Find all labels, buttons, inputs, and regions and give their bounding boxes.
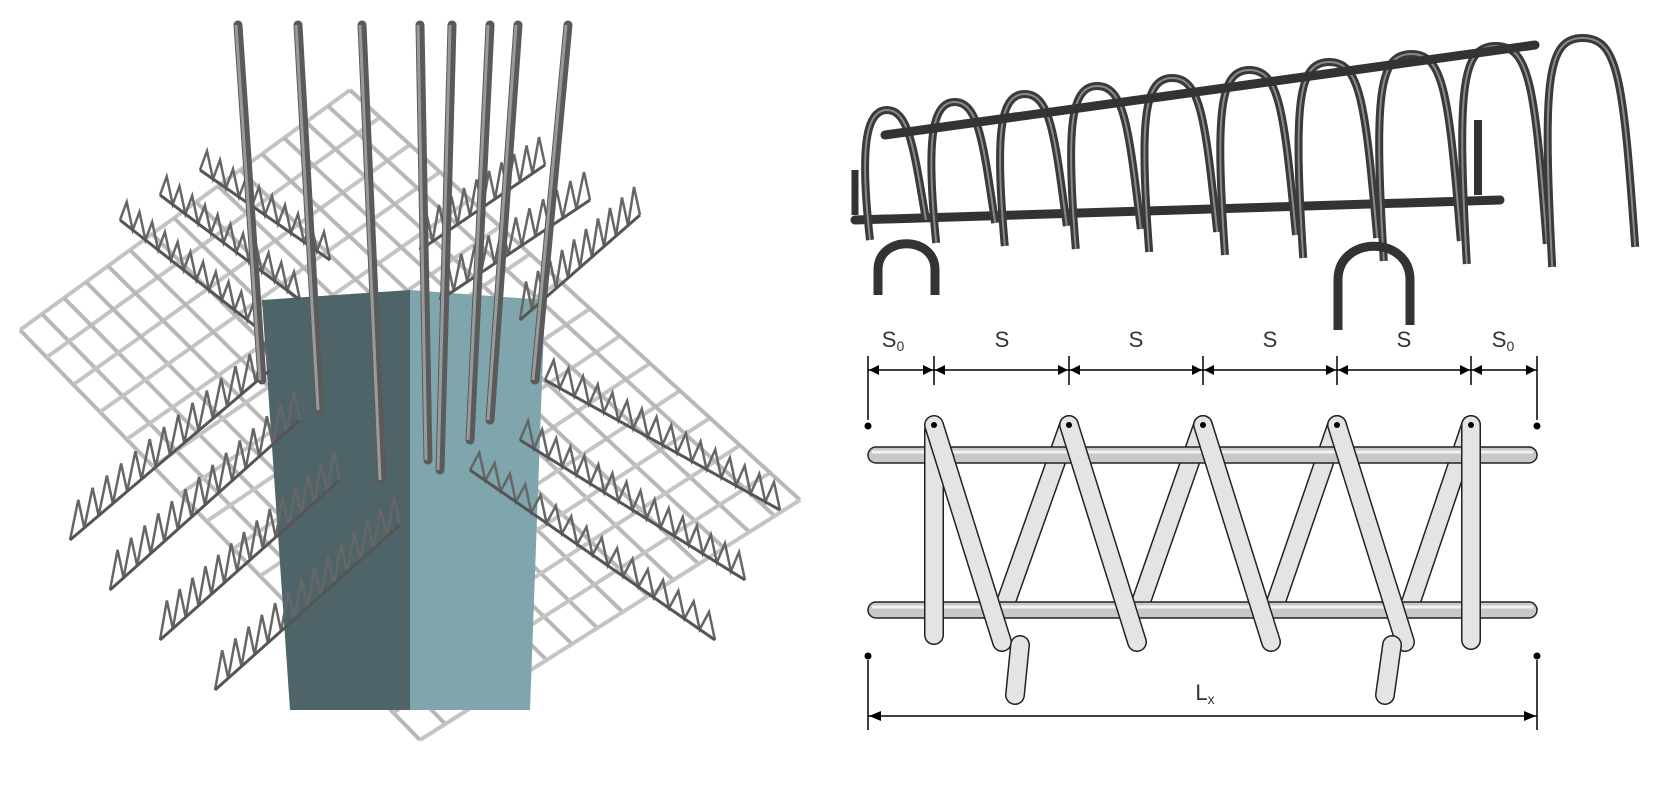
rail-bar <box>119 218 261 332</box>
rail-bar <box>469 468 716 642</box>
spiral-loop <box>1216 65 1300 256</box>
bar-highlight <box>294 24 320 411</box>
column-longitudinal-bar <box>233 20 267 385</box>
rail-bar <box>544 378 781 512</box>
rail-bar <box>214 523 401 692</box>
loop-highlight <box>999 92 1068 247</box>
arrowhead <box>923 365 933 375</box>
rail-bar <box>519 438 746 582</box>
dim-label-lx: Lx <box>1195 680 1214 707</box>
arrowhead <box>1472 365 1482 375</box>
loop-highlight <box>1070 84 1142 250</box>
rail-bar <box>108 418 302 592</box>
arrowhead <box>1070 365 1080 375</box>
hook-leg-fill <box>1006 636 1029 704</box>
spiral-loop <box>1140 73 1222 253</box>
lower-rod <box>850 195 1505 225</box>
reference-dot <box>864 652 872 660</box>
shear-rail <box>118 197 262 331</box>
u-hook <box>1333 241 1415 330</box>
dim-label-s0-right: S0 <box>1492 327 1515 354</box>
loop-highlight <box>864 108 927 241</box>
rail-bar <box>159 193 301 302</box>
column-longitudinal-bar <box>357 20 387 485</box>
rail-bar <box>439 198 591 302</box>
bar-highlight <box>466 24 490 441</box>
bar-highlight <box>234 24 262 381</box>
arrowhead <box>1524 711 1536 721</box>
arrowhead <box>1204 365 1214 375</box>
spiral-rebar-schematic: S0 S S S S S0 Lx <box>864 327 1541 730</box>
rail-bar <box>159 478 341 642</box>
bar-highlight <box>531 24 568 381</box>
pin-point <box>1200 422 1206 428</box>
column-longitudinal-bar <box>435 20 457 475</box>
arrowhead <box>1526 365 1536 375</box>
reference-dot <box>1533 422 1541 430</box>
pin-point <box>1066 422 1072 428</box>
bar-highlight <box>416 24 428 461</box>
pin-point <box>1468 422 1474 428</box>
front-diagonal-bar-fill <box>1194 416 1280 651</box>
bar-highlight <box>436 24 452 471</box>
column-longitudinal-bar <box>485 20 523 425</box>
loop-highlight <box>1546 36 1637 268</box>
dimension-lines <box>864 356 1541 730</box>
loop-highlight <box>930 100 997 244</box>
loop-highlight <box>1219 68 1297 256</box>
hook-leg-fill <box>1376 636 1401 704</box>
spiral-loop <box>1294 57 1382 259</box>
pin-point <box>931 422 937 428</box>
bar-highlight <box>486 24 518 421</box>
slab-column-3d-view <box>18 20 802 742</box>
arrowhead <box>935 365 945 375</box>
bar-highlight <box>358 24 382 481</box>
dim-label-s-2: S <box>1129 327 1144 352</box>
reference-dot <box>1533 652 1541 660</box>
column-longitudinal-bar <box>415 20 433 465</box>
arrowhead <box>1338 365 1348 375</box>
pin-point <box>1334 422 1340 428</box>
mesh-bar <box>98 170 442 414</box>
arrowhead <box>1058 365 1068 375</box>
column-longitudinal-bar <box>465 20 495 445</box>
loop-highlight <box>1297 60 1379 259</box>
spiral-loop <box>1543 33 1640 268</box>
dim-label-s-4: S <box>1397 327 1412 352</box>
dim-label-s0-left: S0 <box>882 327 905 354</box>
mesh-bar <box>45 115 382 359</box>
arrowhead <box>1326 365 1336 375</box>
dim-label-s-3: S <box>1263 327 1278 352</box>
dim-label-s-1: S <box>995 327 1010 352</box>
shear-rail <box>438 171 592 301</box>
arrowhead <box>1192 365 1202 375</box>
upper-rod <box>880 40 1540 140</box>
reference-dot <box>864 422 872 430</box>
rail-bar <box>69 368 271 542</box>
front-diagonal-bar-fill <box>925 416 1011 651</box>
column-longitudinal-bar <box>530 20 573 385</box>
arrowhead <box>869 711 881 721</box>
loop-highlight <box>1143 76 1219 253</box>
loop-highlight <box>1378 52 1462 262</box>
column-longitudinal-bar <box>293 20 325 415</box>
arrowhead <box>869 365 879 375</box>
dimension-labels: S0 S S S S S0 Lx <box>882 327 1515 707</box>
arrowhead <box>1460 365 1470 375</box>
longitudinal-rod <box>867 601 1538 619</box>
front-diagonal-bar-fill <box>1060 416 1146 651</box>
mesh-bar <box>326 104 777 518</box>
shear-rail <box>158 172 302 301</box>
spiral-rebar-3d-view <box>850 33 1640 330</box>
rebar-elements <box>867 415 1538 705</box>
u-hook <box>873 239 940 295</box>
front-diagonal-bar-fill <box>1328 416 1414 651</box>
spiral-loop <box>1375 49 1465 262</box>
mesh-bar <box>72 143 412 387</box>
column-face-left <box>262 290 410 710</box>
